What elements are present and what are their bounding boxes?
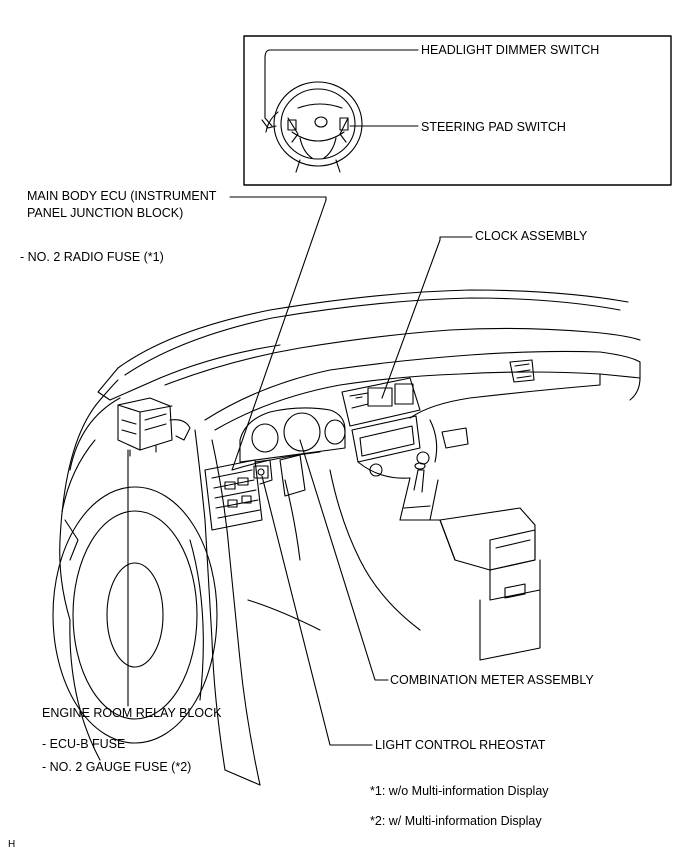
note-w-multi-info-display: *2: w/ Multi-information Display bbox=[370, 814, 542, 828]
label-main-body-ecu-line2: PANEL JUNCTION BLOCK) bbox=[27, 206, 184, 220]
car-body-outline bbox=[52, 289, 641, 786]
leader-headlight-dimmer bbox=[264, 49, 419, 127]
label-clock-assembly: CLOCK ASSEMBLY bbox=[475, 229, 588, 243]
label-combination-meter-assembly: COMBINATION METER ASSEMBLY bbox=[390, 673, 594, 687]
combination-meter-shape bbox=[231, 407, 346, 471]
label-main-body-ecu-line1: MAIN BODY ECU (INSTRUMENT bbox=[27, 189, 217, 203]
leader-light-control-rheostat bbox=[261, 475, 373, 746]
label-steering-pad-switch: STEERING PAD SWITCH bbox=[421, 120, 566, 134]
engine-room-relay-block-shape bbox=[117, 397, 191, 457]
steering-wheel-icon bbox=[265, 81, 363, 173]
center-stack-shape bbox=[279, 377, 541, 661]
label-no2-radio-fuse: - NO. 2 RADIO FUSE (*1) bbox=[20, 250, 164, 264]
label-light-control-rheostat: LIGHT CONTROL RHEOSTAT bbox=[375, 738, 546, 752]
label-engine-room-relay-block: ENGINE ROOM RELAY BLOCK bbox=[42, 706, 222, 720]
label-headlight-dimmer-switch: HEADLIGHT DIMMER SWITCH bbox=[421, 43, 600, 57]
main-body-ecu-shape bbox=[204, 459, 273, 531]
leader-combination-meter bbox=[299, 439, 389, 681]
corner-mark: H bbox=[8, 839, 16, 850]
label-ecu-b-fuse: - ECU-B FUSE bbox=[42, 737, 126, 751]
note-w-o-multi-info-display: *1: w/o Multi-information Display bbox=[370, 784, 549, 798]
inset-frame bbox=[243, 35, 672, 186]
leader-main-body-ecu bbox=[229, 196, 327, 471]
leader-clock-assembly bbox=[381, 236, 473, 399]
label-no2-gauge-fuse: - NO. 2 GAUGE FUSE (*2) bbox=[42, 760, 192, 774]
light-control-rheostat-shape bbox=[253, 465, 269, 479]
